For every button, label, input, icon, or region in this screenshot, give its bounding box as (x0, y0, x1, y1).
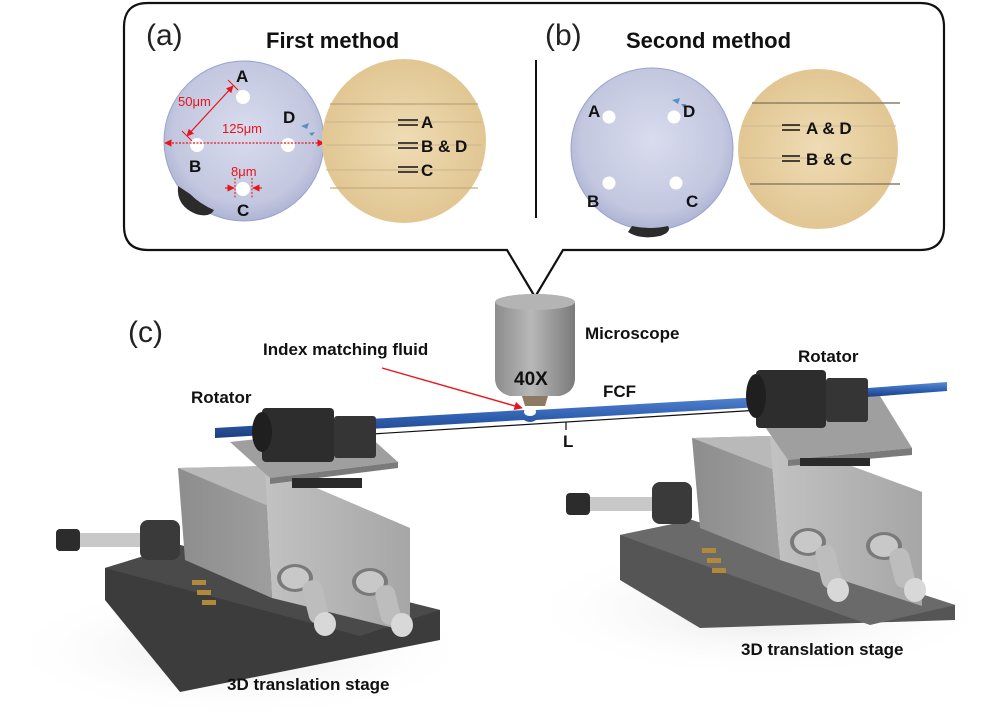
objective-tip (522, 396, 548, 406)
dim-pitch-label: 50μm (178, 94, 211, 109)
surface-defect (672, 98, 686, 108)
screw-terminal (192, 580, 206, 585)
callout-bubble (122, 1, 946, 300)
screw-terminal (707, 558, 721, 563)
air-hole-c (236, 182, 250, 196)
fiber-side-view (322, 59, 486, 223)
panel-b: (b) Second method A B C D (545, 19, 900, 238)
translation-stage-right (566, 370, 955, 628)
hole-label-c: C (686, 192, 698, 211)
panel-b-tag: (b) (545, 19, 582, 52)
length-label: L (563, 432, 573, 451)
side-marker-bd (398, 142, 418, 149)
fiber-tail-right (868, 382, 947, 397)
hole-label-c: C (237, 201, 249, 220)
objective-top-face (495, 294, 575, 310)
side-marker-ad (782, 124, 800, 131)
index-matching-drop (524, 408, 536, 416)
dim-pitch-line (186, 85, 234, 137)
air-hole-d (281, 138, 295, 152)
air-hole-d (667, 110, 681, 124)
dim-diameter-label: 125μm (222, 121, 262, 136)
rotator-left[interactable] (230, 408, 398, 488)
air-hole-a (602, 110, 616, 124)
panel-a-cross-section: A B C D 50μm 125μm 8μm (163, 60, 325, 222)
micrometer-knob-front-1[interactable] (277, 564, 336, 636)
micrometer-knob-front-2[interactable] (352, 568, 413, 637)
dim-hole-label: 8μm (231, 164, 257, 179)
rotator-body (756, 370, 826, 428)
fiber-label: FCF (603, 382, 636, 401)
side-label-bd: B & D (421, 137, 467, 156)
fiber-side-view (738, 69, 898, 229)
box-side (178, 466, 272, 598)
cleave-debris (177, 186, 214, 216)
side-label-ad: A & D (806, 119, 852, 138)
panel-a-side-view: A B & D C (322, 59, 486, 223)
hole-label-b: B (189, 157, 201, 176)
stage-left-label: 3D translation stage (227, 675, 390, 694)
panel-c: (c) 40X Microscope FCF L Index matching … (0, 294, 984, 715)
microscope-objective: 40X (495, 294, 575, 406)
rotator-left-label: Rotator (191, 388, 252, 407)
panel-a: (a) First method A B C D 50μm 125μm (146, 19, 486, 223)
rotator-body (262, 408, 334, 462)
side-label-a: A (421, 113, 433, 132)
micrometer-knob-side[interactable] (56, 520, 180, 560)
panel-b-side-view: A & D B & C (738, 69, 900, 229)
dim-pitch-tick-b (181, 130, 193, 142)
fluid-pointer-arrow (381, 367, 523, 410)
callout-outline (122, 1, 946, 300)
cleave-debris (628, 226, 669, 238)
rotator-right-label: Rotator (798, 347, 859, 366)
hole-label-a: A (588, 102, 600, 121)
air-hole-c (669, 176, 683, 190)
air-hole-a (236, 90, 250, 104)
stage-right-label: 3D translation stage (741, 640, 904, 659)
side-marker-a (398, 119, 418, 126)
rotator-right[interactable] (746, 370, 912, 466)
micrometer-knob-side[interactable] (566, 482, 692, 524)
dim-pitch-tick-a (227, 79, 239, 91)
panel-a-tag: (a) (146, 19, 183, 52)
panel-a-title: First method (266, 28, 399, 53)
objective-body (495, 302, 575, 396)
hole-label-d: D (283, 108, 295, 127)
air-hole-b (190, 138, 204, 152)
panel-b-title: Second method (626, 28, 791, 53)
hole-label-d: D (683, 102, 695, 121)
translation-stage-left (56, 408, 440, 692)
side-label-bc: B & C (806, 150, 852, 169)
side-marker-c (398, 166, 418, 173)
hole-label-a: A (236, 67, 248, 86)
screw-terminal (712, 568, 726, 573)
screw-terminal (202, 600, 216, 605)
air-hole-b (602, 176, 616, 190)
box-front (770, 436, 922, 606)
hole-label-b: B (587, 192, 599, 211)
surface-defect (301, 123, 315, 136)
box-side (692, 436, 780, 560)
panel-b-cross-section: A B C D (570, 67, 734, 238)
screw-terminal (197, 590, 211, 595)
screw-terminal (702, 548, 716, 553)
side-label-c: C (421, 161, 433, 180)
fluid-label: Index matching fluid (263, 340, 428, 359)
micrometer-knob-front-1[interactable] (790, 528, 849, 602)
magnification-label: 40X (514, 369, 548, 390)
side-marker-bc (782, 155, 800, 162)
microscope-label: Microscope (585, 324, 679, 343)
panel-c-tag: (c) (128, 316, 163, 349)
base-plate-top (620, 520, 955, 625)
micrometer-knob-front-2[interactable] (866, 532, 926, 602)
